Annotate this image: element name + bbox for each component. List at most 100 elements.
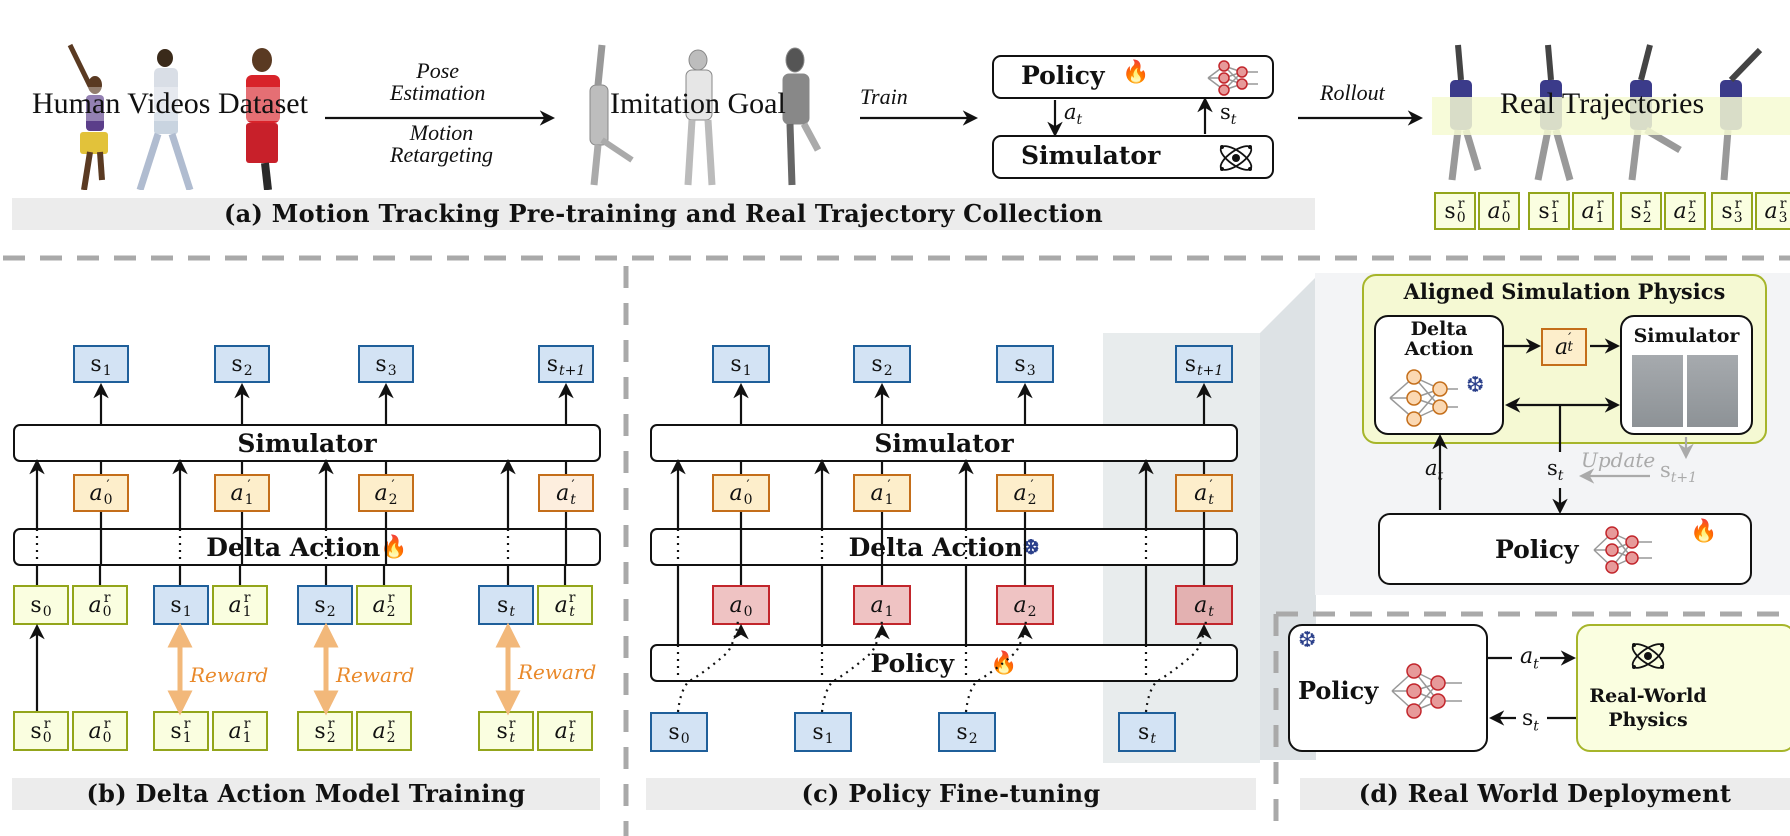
c-simulator-label: Simulator: [874, 428, 1014, 458]
d-policy-network-icon: [1391, 663, 1462, 719]
snowflake-icon: ❆: [1298, 628, 1317, 653]
c-state: s 1: [794, 712, 852, 752]
simulator-frame-1: [1632, 355, 1683, 427]
b-next-state: s 1: [73, 345, 129, 383]
pretrain-policy-box: Policy 🔥: [992, 55, 1274, 99]
pose-label: Pose: [416, 58, 460, 83]
motion-retargeting-label: Motion Retargeting: [390, 122, 493, 166]
simulator-frame-2: [1687, 355, 1738, 427]
b-next-state: s 3: [358, 345, 414, 383]
reward-label: Reward: [336, 663, 415, 687]
atom-icon: [1631, 643, 1665, 669]
real-trajectories-highlight: [1432, 97, 1790, 135]
aligned-at-label: at: [1425, 456, 1444, 485]
b-sim-state: s 1: [153, 585, 209, 625]
imitation-goal-label: Imitation Goal: [610, 87, 786, 120]
fire-icon: 🔥: [380, 534, 408, 560]
rollout-label: Rollout: [1320, 80, 1385, 105]
delta-network-icon: [1389, 369, 1458, 427]
c-state: s 2: [938, 712, 996, 752]
c-simulator-bar: Simulator: [650, 424, 1238, 462]
neural-network-icon: [1207, 60, 1258, 96]
b-delta-action: a′2: [358, 474, 414, 512]
c-delta-action: a′0: [712, 474, 770, 512]
policy-network-icon: [1593, 526, 1652, 574]
aligned-st1-label: st+1: [1660, 458, 1698, 487]
estimation-label: Estimation: [390, 80, 486, 105]
robot-figures-image: [589, 44, 822, 186]
pretrain-st-label: st: [1220, 100, 1237, 129]
aligned-title: Aligned Simulation Physics: [1403, 279, 1726, 304]
fire-icon: 🔥: [1690, 519, 1718, 544]
c-next-state: s 1: [712, 345, 770, 383]
player-red: [246, 48, 280, 190]
reward-label: Reward: [190, 663, 269, 687]
fire-icon: 🔥: [990, 650, 1018, 676]
c-action: a 2: [996, 585, 1054, 625]
c-delta-action-bar: Delta Action❆: [650, 528, 1238, 566]
b-sim-state: s 2: [297, 585, 353, 625]
d-policy-label: Policy: [1298, 676, 1379, 705]
c-delta-action: a′1: [853, 474, 911, 512]
aligned-simulator-label: Simulator: [1633, 325, 1740, 347]
pretrain-simulator-box: Simulator: [992, 135, 1274, 179]
c-delta-action: a′2: [996, 474, 1054, 512]
aligned-st-label: st: [1547, 456, 1564, 485]
player-white: [136, 49, 194, 190]
c-action: a 0: [712, 585, 770, 625]
b-delta-action-bar: Delta Action🔥: [13, 528, 601, 566]
c-state: s 0: [650, 712, 708, 752]
fire-icon: 🔥: [1122, 60, 1150, 85]
snowflake-icon: ❆: [1466, 373, 1485, 398]
b-sim-state: s 0: [13, 585, 69, 625]
human-figures-image: [67, 43, 280, 190]
c-policy-label: Policy: [870, 648, 955, 678]
atom-icon: [1219, 145, 1253, 171]
c-policy-bar: Policy 🔥: [650, 644, 1238, 682]
c-action: a t: [1175, 585, 1233, 625]
b-delta-action: a′t: [538, 474, 594, 512]
b-simulator-bar: Simulator: [13, 424, 601, 462]
caption-d: (d) Real World Deployment: [1300, 778, 1790, 810]
caption-c: (c) Policy Fine-tuning: [646, 778, 1256, 810]
pose-estimation-label: Pose Estimation: [390, 60, 485, 104]
b-next-state: s t+1: [538, 345, 594, 383]
player-purple: [67, 43, 108, 190]
reward-label: Reward: [518, 660, 597, 684]
aligned-a-prime-t: a′t: [1541, 328, 1587, 366]
aligned-policy-label: Policy: [1495, 535, 1579, 564]
caption-a: (a) Motion Tracking Pre-training and Rea…: [12, 198, 1315, 230]
caption-b: (b) Delta Action Model Training: [12, 778, 600, 810]
c-delta-action-label: Delta Action: [848, 532, 1023, 562]
d-st-label: st: [1522, 706, 1539, 735]
human-videos-label: Human Videos Dataset: [32, 87, 308, 121]
snowflake-icon: ❆: [1022, 535, 1040, 559]
d-at-label: at: [1520, 644, 1539, 673]
b-delta-action: a′1: [214, 474, 270, 512]
d-policy-box: ❆ Policy: [1288, 624, 1488, 752]
c-state: s t: [1118, 712, 1176, 752]
c-next-state: s t+1: [1175, 345, 1233, 383]
c-delta-action: a′t: [1175, 474, 1233, 512]
train-label: Train: [860, 84, 908, 109]
